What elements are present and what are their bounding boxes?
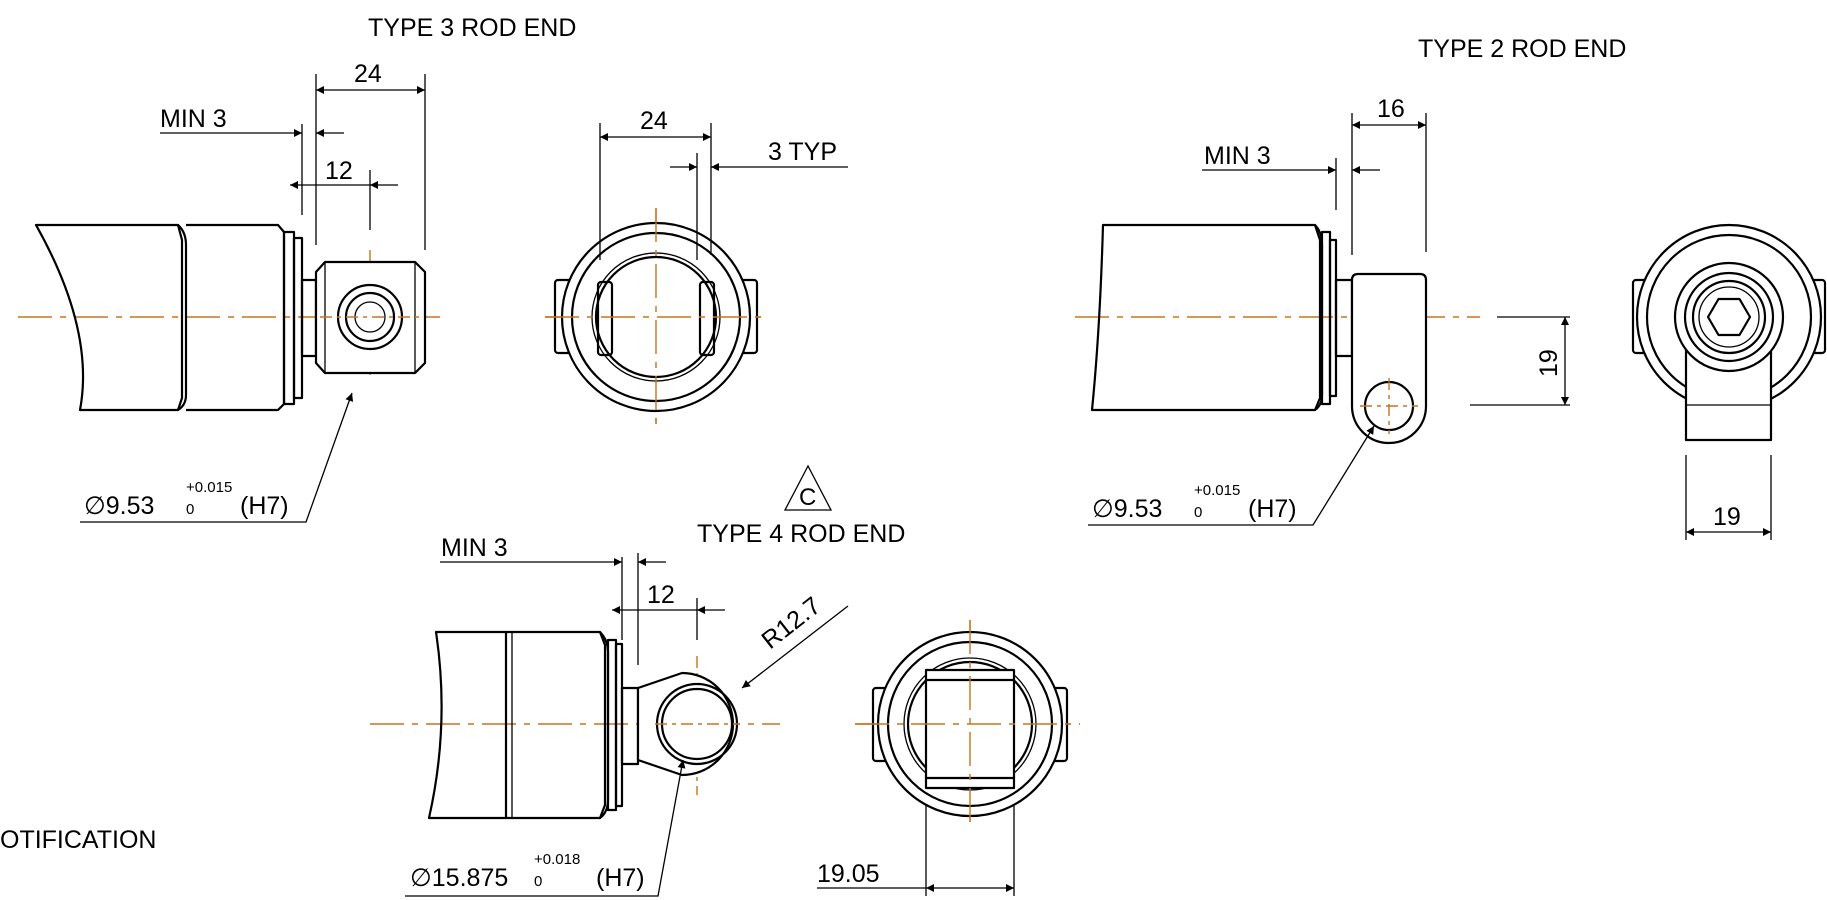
type4-hole-callout: ∅15.875 — [410, 864, 508, 892]
type4-side-view — [370, 630, 780, 820]
type4-hole-value: 15.875 — [432, 864, 508, 892]
type3-labels: TYPE 3 ROD END 24 MIN 3 12 24 3 TYP ∅9.5… — [84, 14, 837, 520]
type4-front-view — [855, 620, 1080, 828]
type3-hole-callout: ∅9.53 — [84, 492, 154, 520]
type2-dim-bottom: 19 — [1713, 503, 1741, 531]
type3-side-width: 24 — [640, 107, 668, 135]
type3-side-typ: 3 TYP — [768, 138, 837, 166]
type2-hole-fit: (H7) — [1248, 495, 1297, 523]
type2-front-view — [1631, 223, 1827, 442]
type4-dimensions — [405, 553, 849, 897]
type3-title: TYPE 3 ROD END — [368, 14, 576, 42]
type4-hole-fit: (H7) — [596, 864, 645, 892]
type3-dim-min: MIN 3 — [160, 105, 227, 133]
type3-dim-width: 24 — [354, 60, 382, 88]
type2-hole-prefix: ∅ — [1092, 495, 1114, 523]
type3-dim-center: 12 — [325, 157, 353, 185]
type4-labels: TYPE 4 ROD END MIN 3 12 R12.7 19.05 ∅15.… — [410, 520, 905, 892]
type2-dim-offset: 19 — [1535, 349, 1563, 377]
type4-hole-upper: +0.018 — [534, 851, 580, 868]
type3-hole-value: 9.53 — [106, 492, 155, 520]
type2-front-dimensions — [1685, 455, 1772, 540]
type3-front-dimensions — [599, 123, 848, 260]
type4-radius: R12.7 — [756, 592, 826, 655]
type2-hole-callout: ∅9.53 — [1092, 495, 1162, 523]
type3-dimensions — [80, 74, 426, 523]
type3-hole-upper: +0.015 — [186, 479, 232, 496]
type2-dim-width: 16 — [1377, 95, 1405, 123]
partial-note: OTIFICATION — [0, 826, 156, 854]
type2-hole-value: 9.53 — [1114, 495, 1163, 523]
type2-hole-lower: 0 — [1194, 504, 1202, 521]
type3-hole-prefix: ∅ — [84, 492, 106, 520]
type3-hole-fit: (H7) — [240, 492, 289, 520]
type4-front-dimensions — [817, 805, 1015, 896]
type4-hole-lower: 0 — [534, 873, 542, 890]
type3-hole-lower: 0 — [186, 501, 194, 518]
type2-hole-upper: +0.015 — [1194, 482, 1240, 499]
type4-title: TYPE 4 ROD END — [697, 520, 905, 548]
type2-title: TYPE 2 ROD END — [1418, 35, 1626, 63]
type3-side-view — [18, 223, 440, 412]
type2-dimensions — [1088, 113, 1570, 526]
type4-revision-triangle: C — [783, 464, 833, 511]
type4-revision: C — [799, 484, 816, 511]
type4-dim-min: MIN 3 — [441, 534, 508, 562]
type3-front-view — [545, 208, 765, 428]
type4-dim-width: 19.05 — [817, 860, 880, 888]
type2-dim-min: MIN 3 — [1204, 142, 1271, 170]
type2-side-view — [1075, 223, 1480, 445]
type4-dim-center: 12 — [647, 581, 675, 609]
type2-labels: TYPE 2 ROD END 16 MIN 3 19 19 ∅9.53 +0.0… — [1092, 35, 1741, 531]
type4-hole-prefix: ∅ — [410, 864, 432, 892]
